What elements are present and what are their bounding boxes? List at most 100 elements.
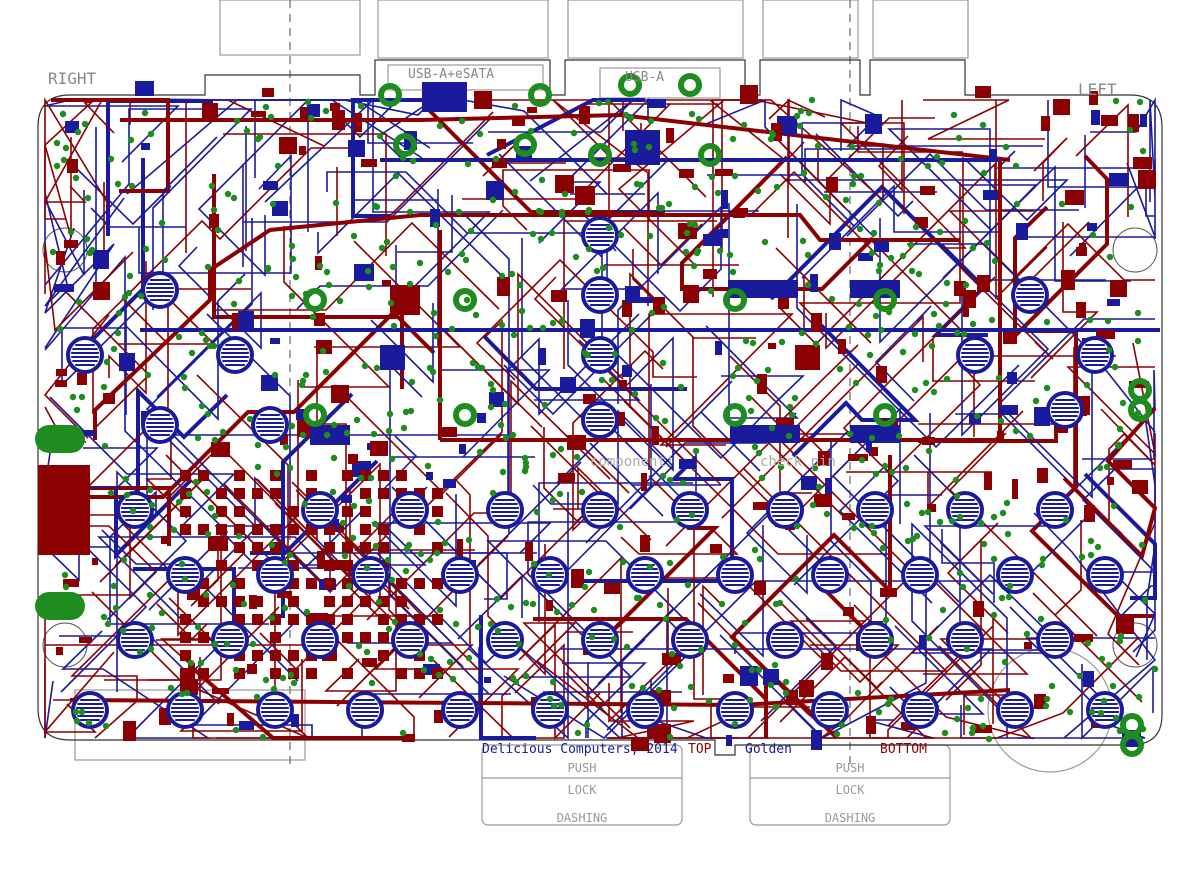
via bbox=[112, 604, 120, 612]
via bbox=[777, 463, 785, 471]
via bbox=[288, 292, 296, 300]
smd-pad bbox=[778, 292, 789, 309]
key-switch-pad bbox=[901, 556, 939, 594]
via bbox=[223, 640, 231, 648]
via bbox=[147, 645, 155, 653]
via bbox=[952, 476, 960, 484]
smd-pad bbox=[721, 190, 728, 209]
via bbox=[388, 455, 396, 463]
via bbox=[115, 309, 123, 317]
via bbox=[178, 690, 186, 698]
via bbox=[583, 351, 591, 359]
via bbox=[1043, 318, 1051, 326]
via bbox=[791, 394, 799, 402]
via bbox=[262, 676, 270, 684]
via bbox=[376, 132, 384, 140]
via bbox=[86, 249, 94, 257]
trace bbox=[910, 573, 1068, 654]
via bbox=[434, 518, 442, 526]
trace bbox=[887, 638, 1093, 727]
key-switch-pad bbox=[766, 621, 804, 659]
smd-pad bbox=[56, 369, 67, 376]
key-switch-pad bbox=[116, 621, 154, 659]
via bbox=[855, 300, 863, 308]
via bbox=[103, 358, 111, 366]
via bbox=[631, 146, 639, 154]
via bbox=[610, 635, 618, 643]
via bbox=[662, 615, 670, 623]
via bbox=[977, 695, 985, 703]
via bbox=[756, 555, 764, 563]
via bbox=[726, 251, 734, 259]
via bbox=[539, 324, 547, 332]
via bbox=[61, 571, 69, 579]
via bbox=[474, 623, 482, 631]
via bbox=[243, 127, 251, 135]
via bbox=[679, 479, 687, 487]
via bbox=[204, 410, 212, 418]
via bbox=[1078, 553, 1086, 561]
via bbox=[441, 539, 449, 547]
smd-pad bbox=[426, 472, 433, 480]
via bbox=[330, 421, 338, 429]
key-switch-pad bbox=[441, 691, 479, 729]
key-switch-pad bbox=[391, 621, 429, 659]
via bbox=[476, 448, 484, 456]
smd-pad bbox=[432, 488, 443, 499]
via bbox=[353, 416, 361, 424]
via bbox=[875, 267, 883, 275]
via bbox=[274, 162, 282, 170]
via bbox=[202, 336, 210, 344]
via bbox=[1141, 596, 1149, 604]
label-usb-esata: USB-A+eSATA bbox=[408, 67, 494, 82]
via bbox=[708, 173, 716, 181]
via bbox=[748, 666, 756, 674]
through-hole-pad bbox=[873, 403, 897, 427]
via bbox=[908, 267, 916, 275]
via bbox=[742, 337, 750, 345]
smd-pad bbox=[180, 470, 191, 481]
trace bbox=[486, 540, 691, 648]
trace bbox=[223, 483, 387, 593]
via bbox=[498, 272, 506, 280]
trace bbox=[44, 108, 253, 310]
smd-pad bbox=[324, 524, 335, 535]
via bbox=[997, 417, 1005, 425]
smd-pad bbox=[1107, 299, 1120, 306]
via bbox=[604, 98, 612, 106]
via bbox=[677, 383, 685, 391]
via bbox=[472, 311, 480, 319]
via bbox=[915, 270, 923, 278]
trace bbox=[721, 99, 884, 251]
via bbox=[67, 228, 75, 236]
through-hole-pad bbox=[1128, 378, 1152, 402]
via bbox=[510, 331, 518, 339]
via bbox=[240, 600, 248, 608]
via bbox=[875, 199, 883, 207]
via bbox=[1043, 695, 1051, 703]
via bbox=[127, 136, 135, 144]
smd-pad bbox=[1091, 110, 1100, 125]
smd-pad bbox=[1074, 634, 1093, 642]
via bbox=[959, 583, 967, 591]
via bbox=[279, 674, 287, 682]
trace bbox=[889, 625, 985, 715]
smd-pad bbox=[1101, 115, 1118, 126]
via bbox=[254, 463, 262, 471]
via bbox=[181, 384, 189, 392]
via bbox=[307, 114, 315, 122]
via bbox=[1086, 316, 1094, 324]
via bbox=[170, 526, 178, 534]
via bbox=[1002, 143, 1010, 151]
via bbox=[688, 511, 696, 519]
label-left: LEFT bbox=[1078, 80, 1117, 99]
smd-pad bbox=[920, 186, 935, 195]
via bbox=[267, 113, 275, 121]
smd-pad bbox=[180, 650, 191, 661]
trace bbox=[479, 615, 536, 740]
smd-pad bbox=[666, 128, 674, 143]
component-pad bbox=[730, 425, 800, 443]
via bbox=[924, 508, 932, 516]
connector-outline bbox=[872, 0, 969, 59]
via bbox=[588, 633, 596, 641]
